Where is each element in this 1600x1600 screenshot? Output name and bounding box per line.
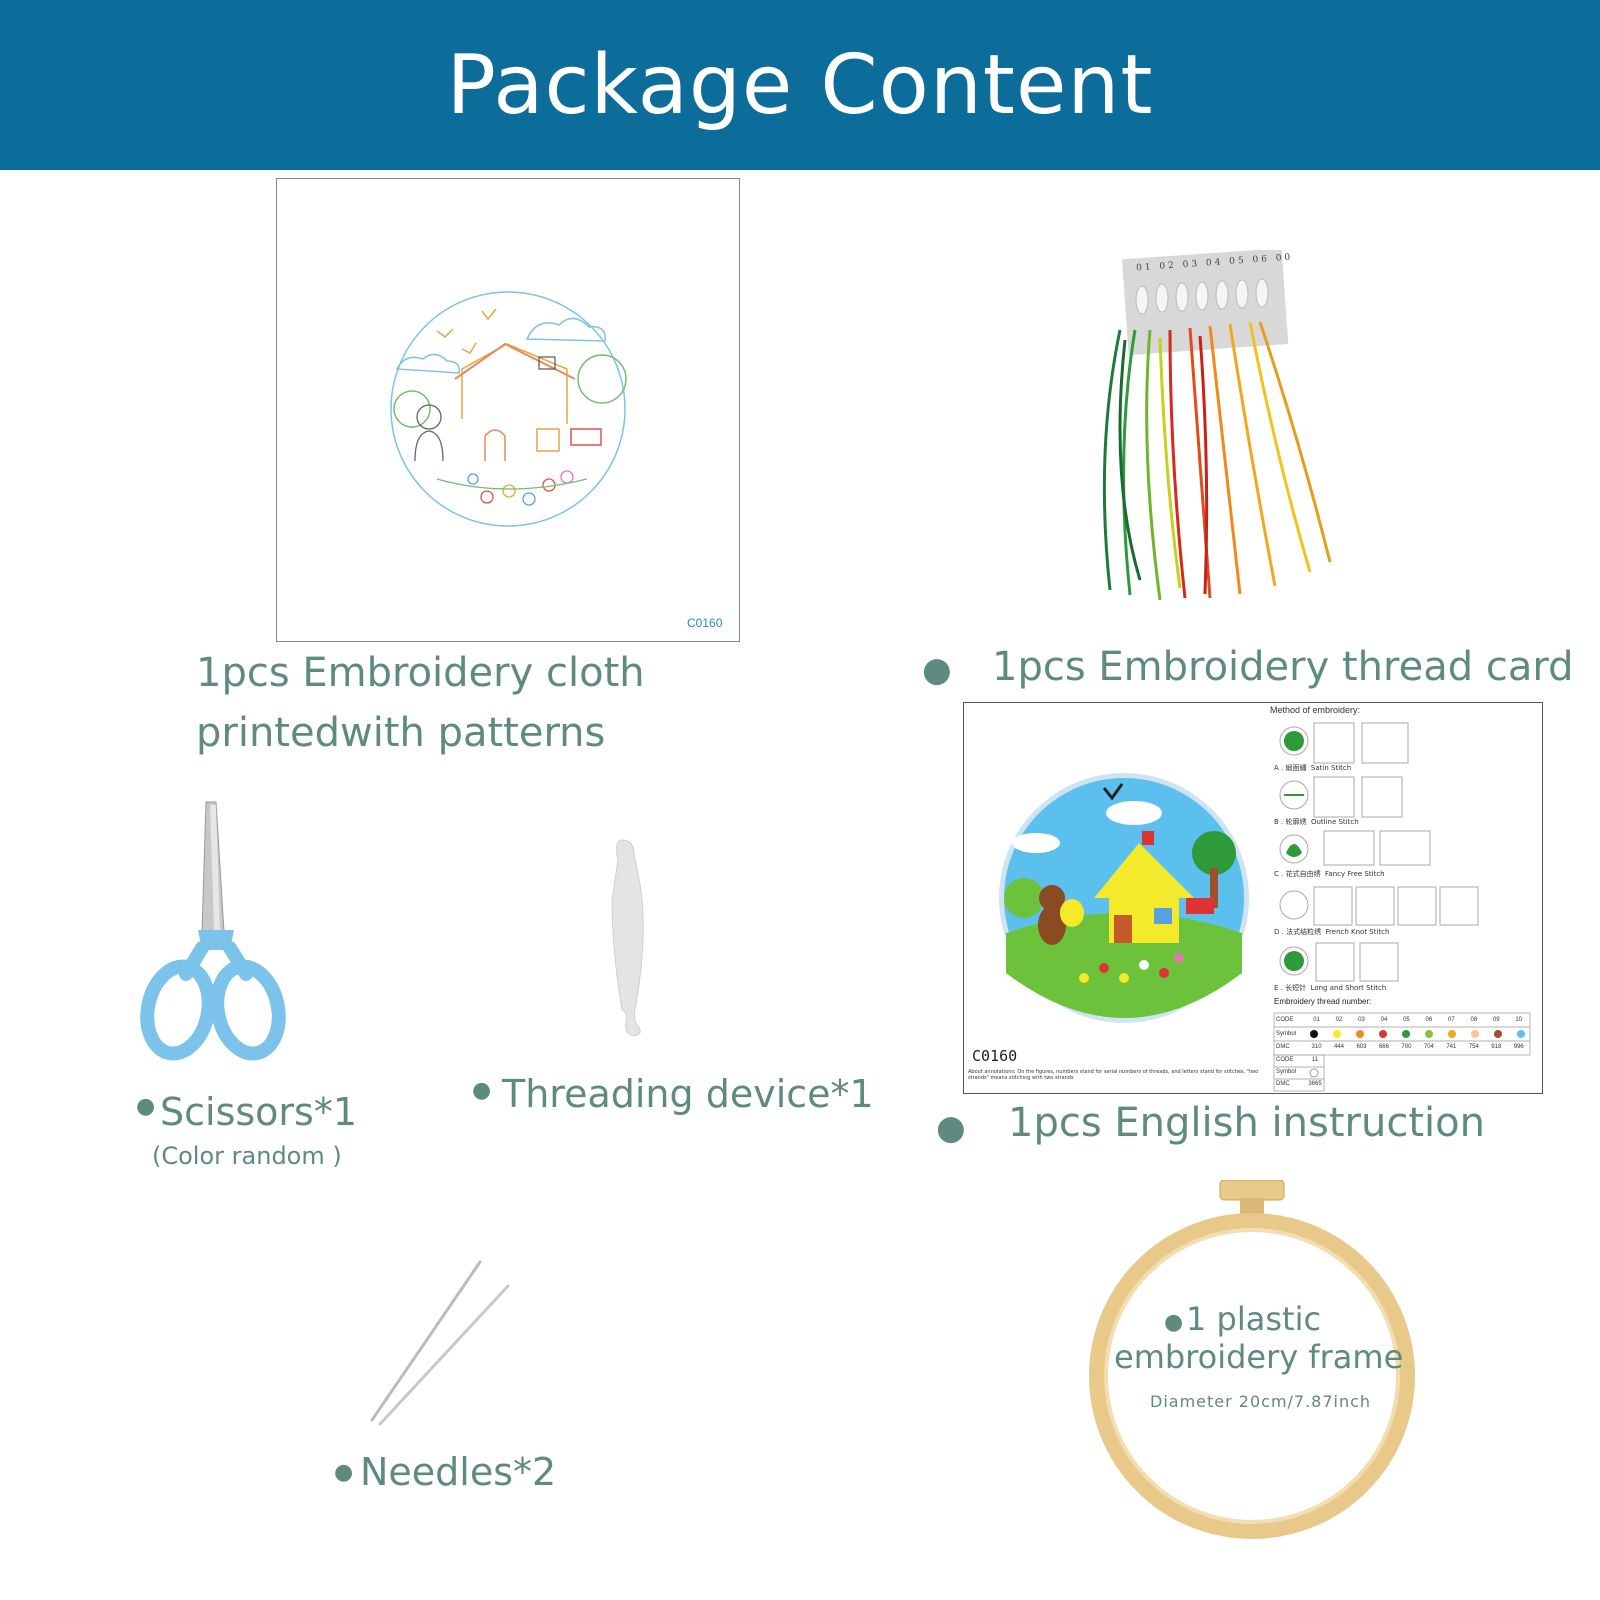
thread-number: 04	[1205, 257, 1224, 269]
method-e: E . 长短针 Long and Short Stitch	[1274, 983, 1386, 993]
method-name: Satin Stitch	[1310, 764, 1352, 772]
instruction-illustration-icon	[999, 722, 1531, 1092]
thread-number: 06	[1252, 254, 1271, 266]
method-letter: C . 花式自由绣	[1274, 870, 1321, 878]
thread-number: 05	[1228, 255, 1248, 267]
method-title: Method of embroidery:	[1270, 705, 1361, 715]
cloth-code: C0160	[687, 616, 723, 630]
scissors-icon	[140, 801, 286, 1061]
table-cell: 01	[1313, 1017, 1320, 1023]
table-row-label: DMC	[1276, 1081, 1290, 1087]
table-cell: 08	[1470, 1017, 1478, 1023]
table-cell: 666	[1378, 1044, 1389, 1050]
table-cell: 03	[1358, 1017, 1365, 1023]
scissors-label: Scissors*1	[160, 1090, 358, 1134]
thread-table: CODE 01 02 03 04 05 06 07 08 09 10 Symbo…	[1274, 1014, 1530, 1090]
frame-label-line1: 1 plastic	[1186, 1300, 1322, 1338]
thread-number: 03	[1182, 259, 1201, 271]
page-title: Package Content	[446, 38, 1154, 133]
bullet-icon: ●	[1164, 1310, 1184, 1335]
table-cell: 444	[1334, 1044, 1345, 1050]
threader-image	[600, 838, 660, 1038]
needles-image	[360, 1260, 520, 1430]
frame-label-line2: embroidery frame	[1114, 1338, 1404, 1376]
cloth-label-line1: 1pcs Embroidery cloth	[196, 650, 645, 696]
table-row: Symbol	[1274, 1066, 1530, 1078]
method-letter: E . 长短针	[1274, 984, 1307, 992]
method-name: Long and Short Stitch	[1310, 984, 1387, 992]
bullet-icon: ●	[136, 1094, 156, 1119]
table-cell: 11	[1311, 1057, 1319, 1063]
table-row: DMC 3865	[1274, 1078, 1530, 1090]
table-cell: 741	[1446, 1044, 1457, 1050]
thread-number: 02	[1159, 260, 1178, 272]
table-cell: 310	[1311, 1044, 1322, 1050]
table-row-label: Symbol	[1276, 1069, 1297, 1075]
threader-label: Threading device*1	[502, 1072, 874, 1116]
instruction-code: C0160	[972, 1047, 1018, 1065]
table-cell: 3865	[1308, 1081, 1322, 1087]
instruction-note: About annotations: On the figures, numbe…	[968, 1069, 1259, 1081]
instruction-label: 1pcs English instruction	[1008, 1100, 1485, 1146]
table-cell: 10	[1515, 1017, 1523, 1023]
thread-card-image: 01 02 03 04 05 06 00	[1100, 248, 1350, 610]
method-letter: B . 轮廓绣	[1274, 818, 1307, 826]
threader-icon	[611, 839, 644, 1037]
needles-icon	[370, 1260, 510, 1426]
method-name: Outline Stitch	[1310, 818, 1359, 826]
cloth-pattern-icon: C0160	[390, 291, 723, 630]
table-cell: 06	[1425, 1017, 1433, 1023]
table-cell: 603	[1356, 1044, 1367, 1050]
table-row-label: CODE	[1276, 1017, 1294, 1023]
table-cell: 754	[1468, 1044, 1479, 1050]
table-cell: 996	[1513, 1044, 1524, 1050]
bullet-icon: ●	[472, 1078, 492, 1103]
method-d: D . 法式结粒绣 French Knot Stitch	[1274, 927, 1389, 937]
thread-card-label: 1pcs Embroidery thread card	[992, 644, 1574, 690]
embroidery-cloth-image: C0160	[276, 178, 740, 642]
method-a: A . 緞面繡 Satin Stitch	[1274, 763, 1351, 773]
needles-label: Needles*2	[360, 1450, 557, 1494]
table-cell: 09	[1492, 1017, 1500, 1023]
method-name: Fancy Free Stitch	[1325, 870, 1385, 878]
bullet-icon: ●	[334, 1460, 354, 1485]
table-row-label: Symbol	[1276, 1031, 1297, 1037]
method-name: French Knot Stitch	[1325, 928, 1390, 936]
cloth-label-line2: printedwith patterns	[196, 710, 606, 756]
table-row-label: CODE	[1276, 1057, 1294, 1063]
thread-number-title: Embroidery thread number:	[1274, 997, 1372, 1006]
embroidery-hoop-image	[1080, 1179, 1420, 1550]
table-cell: 700	[1401, 1044, 1412, 1050]
table-cell: 918	[1491, 1044, 1502, 1050]
table-row-label: DMC	[1276, 1044, 1290, 1050]
table-cell: 07	[1448, 1017, 1455, 1023]
bullet-icon: ●	[936, 1108, 966, 1148]
instruction-sheet-image: Method of embroidery: A . 緞面繡 Satin Stit…	[963, 702, 1543, 1094]
thread-number: 00	[1275, 252, 1294, 264]
table-cell: 02	[1335, 1017, 1343, 1023]
table-row: CODE 01 02 03 04 05 06 07 08 09 10	[1274, 1014, 1530, 1027]
table-row: CODE 11	[1274, 1054, 1530, 1066]
scissors-sublabel: (Color random )	[152, 1142, 342, 1170]
thread-bundle-icon	[1102, 248, 1332, 601]
method-letter: A . 緞面繡	[1274, 764, 1307, 772]
frame-diameter: Diameter 20cm/7.87inch	[1150, 1392, 1372, 1411]
thread-number: 01	[1135, 262, 1154, 274]
table-row: Symbol	[1274, 1027, 1530, 1041]
scissors-image	[140, 800, 290, 1070]
table-cell: 04	[1380, 1017, 1388, 1023]
table-cell: 05	[1403, 1017, 1410, 1023]
header-banner: Package Content	[0, 0, 1600, 170]
table-cell: 704	[1423, 1044, 1434, 1050]
method-letter: D . 法式结粒绣	[1274, 928, 1322, 936]
bullet-icon: ●	[922, 650, 952, 690]
method-b: B . 轮廓绣 Outline Stitch	[1274, 817, 1359, 827]
table-row: DMC 310 444 603 666 700 704 741 754 918 …	[1274, 1041, 1530, 1054]
method-c: C . 花式自由绣 Fancy Free Stitch	[1274, 869, 1385, 879]
hoop-icon	[1089, 1179, 1415, 1539]
